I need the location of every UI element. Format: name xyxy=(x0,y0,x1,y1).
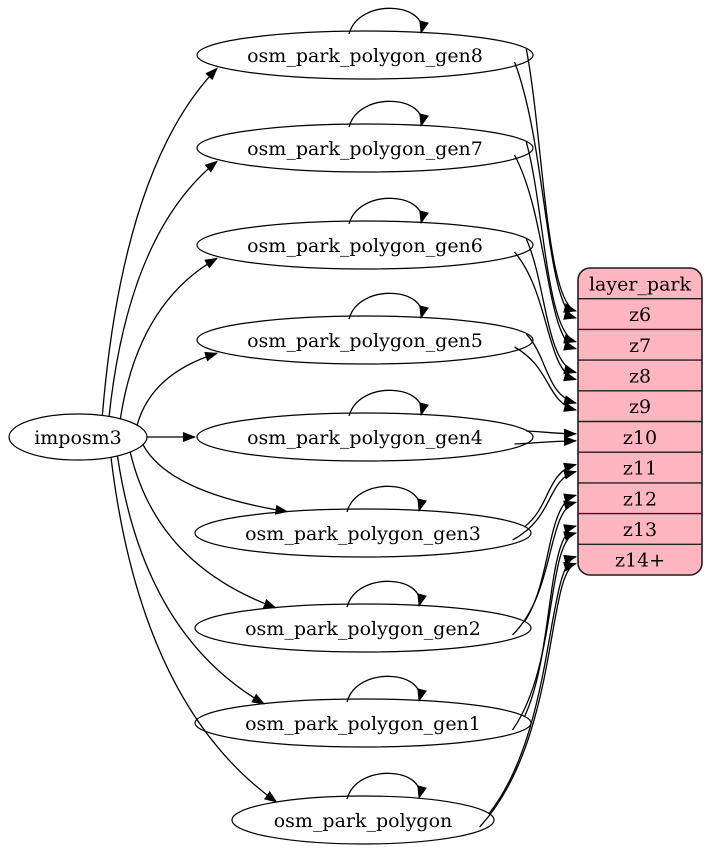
zoom-edge xyxy=(511,531,577,731)
zoom-edge xyxy=(514,251,577,382)
zoom-edge xyxy=(514,436,577,447)
zoom-edge xyxy=(513,154,577,351)
zoom-edge xyxy=(525,141,577,344)
zoom-row-z14+: z14+ xyxy=(615,550,665,572)
flow-edge xyxy=(129,451,277,609)
table-node-osm_park_polygon_gen7 xyxy=(196,123,534,173)
node-label-osm_park_polygon_gen6: osm_park_polygon_gen6 xyxy=(247,235,483,257)
node-label-osm_park_polygon_gen3: osm_park_polygon_gen3 xyxy=(245,523,481,545)
self-loop-edge xyxy=(346,675,427,703)
self-loop-edge xyxy=(348,100,429,128)
zoom-row-z7: z7 xyxy=(629,335,651,357)
table-node-osm_park_polygon xyxy=(231,795,495,845)
zoom-edge xyxy=(513,61,577,320)
zoom-row-z12: z12 xyxy=(623,488,657,510)
node-label-imposm3: imposm3 xyxy=(34,427,122,449)
flow-edge xyxy=(136,351,219,426)
flow-edge xyxy=(116,455,265,705)
table-node-osm_park_polygon_gen2 xyxy=(194,603,532,653)
node-label-osm_park_polygon_gen4: osm_park_polygon_gen4 xyxy=(247,427,483,449)
node-label-osm_park_polygon_gen1: osm_park_polygon_gen1 xyxy=(245,713,481,735)
zoom-edge xyxy=(479,561,577,828)
zoom-edge xyxy=(525,238,577,375)
zoom-edge xyxy=(525,48,577,313)
self-loop-edge xyxy=(346,485,427,513)
zoom-edge xyxy=(526,428,577,439)
zoom-row-z10: z10 xyxy=(623,427,657,449)
zoom-edge xyxy=(512,500,577,636)
self-loop-edge xyxy=(348,389,429,417)
node-label-osm_park_polygon_gen5: osm_park_polygon_gen5 xyxy=(247,330,483,352)
node-label-osm_park_polygon_gen2: osm_park_polygon_gen2 xyxy=(245,618,481,640)
table-node-osm_park_polygon_gen8 xyxy=(196,30,534,80)
flow-edge xyxy=(108,160,218,417)
zoom-row-z11: z11 xyxy=(623,458,657,480)
flow-edge xyxy=(119,257,219,419)
zoom-edge xyxy=(514,346,577,412)
table-node-osm_park_polygon_gen3 xyxy=(194,508,532,558)
zoom-row-z13: z13 xyxy=(623,519,657,541)
self-loop-edge xyxy=(346,580,427,608)
self-loop-edge xyxy=(348,7,429,35)
flow-edge xyxy=(101,67,218,416)
zoom-edge xyxy=(525,333,577,405)
zoom-edge xyxy=(488,554,577,815)
self-loop-edge xyxy=(348,197,429,225)
self-loop-edge xyxy=(346,772,427,800)
zoom-edge xyxy=(523,462,577,528)
node-label-osm_park_polygon_gen7: osm_park_polygon_gen7 xyxy=(247,138,483,160)
table-node-osm_park_polygon_gen4 xyxy=(196,412,534,462)
node-label-osm_park_polygon: osm_park_polygon xyxy=(274,810,453,832)
flow-edge xyxy=(142,444,289,515)
zoom-row-z6: z6 xyxy=(629,304,651,326)
zoom-row-z9: z9 xyxy=(629,396,651,418)
zoom-edge xyxy=(512,469,577,541)
node-label-osm_park_polygon_gen8: osm_park_polygon_gen8 xyxy=(247,45,483,67)
table-node-osm_park_polygon_gen5 xyxy=(196,315,534,365)
flow-edge xyxy=(110,457,278,803)
self-loop-edge xyxy=(348,292,429,320)
table-node-osm_park_polygon_gen6 xyxy=(196,220,534,270)
zoom-row-z8: z8 xyxy=(629,365,651,387)
layer-table-title: layer_park xyxy=(589,273,692,295)
